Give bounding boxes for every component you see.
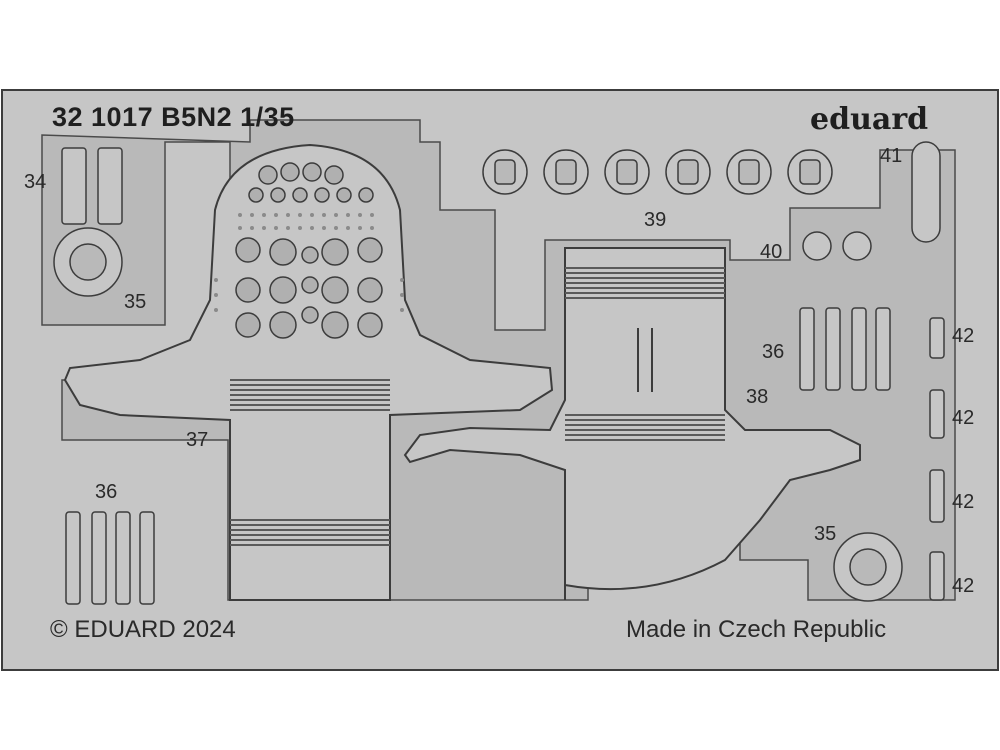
part-34 (61, 147, 123, 225)
label-part-40: 40 (760, 241, 783, 263)
part-35-ring-upper (53, 227, 123, 297)
label-part-42-1: 42 (952, 325, 975, 347)
label-part-41: 41 (880, 145, 903, 167)
label-part-36-left: 36 (95, 481, 118, 503)
part-39-buckles (482, 149, 833, 195)
copyright-text: © EDUARD 2024 (50, 616, 236, 643)
part-37-rivets (214, 213, 404, 312)
label-part-42-4: 42 (952, 575, 975, 597)
label-part-35-right: 35 (814, 523, 837, 545)
part-37-grooves (230, 379, 390, 546)
part-36-right (799, 307, 891, 391)
label-part-38: 38 (746, 386, 769, 408)
part-37-panel (63, 143, 554, 601)
part-38-slots (637, 328, 653, 392)
label-part-34: 34 (24, 171, 47, 193)
origin-text: Made in Czech Republic (626, 616, 887, 643)
label-part-37: 37 (186, 429, 209, 451)
part-36-left (65, 511, 155, 605)
label-part-42-3: 42 (952, 491, 975, 513)
part-42-clips (929, 317, 945, 601)
kit-title: 32 1017 B5N2 1/35 (52, 102, 295, 132)
label-part-35-left: 35 (124, 291, 147, 313)
label-part-36-right: 36 (762, 341, 785, 363)
part-41-strap (911, 141, 941, 243)
part-37-holes (235, 162, 383, 339)
part-38-grooves (565, 267, 725, 441)
brand-logo: eduard (810, 102, 929, 137)
part-35-ring-lower (833, 532, 903, 602)
label-part-39: 39 (644, 209, 667, 231)
label-part-42-2: 42 (952, 407, 975, 429)
part-40-buckles (802, 231, 872, 261)
